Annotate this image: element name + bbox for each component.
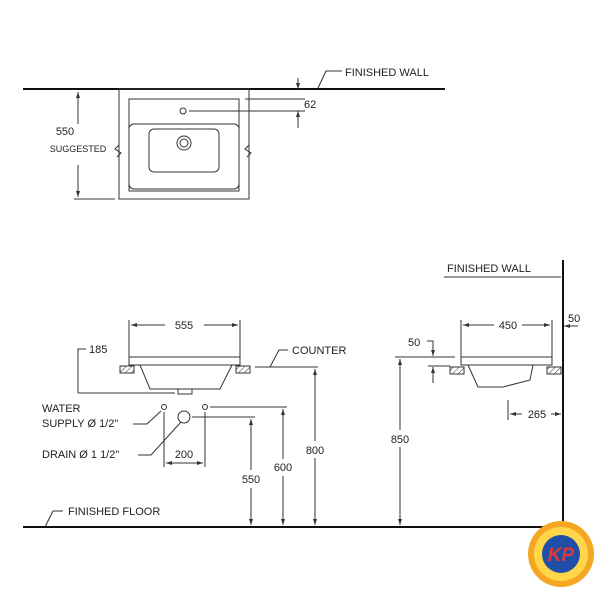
width-dim: 555 — [175, 320, 193, 332]
tap-hole-icon — [179, 107, 187, 115]
counter-section — [449, 366, 465, 375]
kp-logo: KP — [528, 521, 594, 587]
drain-height-dim: 550 — [242, 474, 260, 486]
water-supply-icon — [161, 404, 167, 410]
counter-label: COUNTER — [292, 345, 346, 357]
water-leader — [133, 410, 162, 425]
side-sink-rim — [460, 356, 553, 366]
floor-label: FINISHED FLOOR — [68, 506, 160, 518]
drain-icon — [176, 135, 192, 151]
rim-height-dim: 850 — [391, 434, 409, 446]
wall-label: FINISHED WALL — [345, 67, 429, 79]
drain-pipe-icon — [177, 410, 191, 424]
tap-offset-dim: 62 — [304, 99, 316, 111]
drain-offset-dim: 265 — [528, 409, 546, 421]
drain-leader — [138, 421, 182, 456]
wall-gap-dim: 50 — [568, 313, 580, 325]
sink-rim — [128, 98, 240, 192]
water-supply-icon — [202, 404, 208, 410]
rim-dim: 50 — [408, 337, 420, 349]
dim-line — [77, 348, 86, 393]
depth-dim: 450 — [499, 320, 517, 332]
height-dim: 185 — [89, 344, 107, 356]
side-wall-label: FINISHED WALL — [447, 263, 531, 275]
sink-rim — [128, 356, 241, 366]
depth-note: SUGGESTED — [50, 144, 107, 154]
side-sink-bowl — [467, 364, 534, 388]
counter-height-dim: 800 — [306, 445, 324, 457]
water-label-1: WATER — [42, 403, 81, 415]
front-view: 555 185 COUNTER 200 WATER SUPPLY Ø 1/2" … — [23, 320, 565, 528]
basin-outer — [128, 123, 240, 190]
counter-outline — [118, 88, 250, 200]
basin-bowl — [148, 128, 220, 173]
wall-leader — [317, 70, 342, 89]
dim-line — [427, 340, 435, 356]
break-mark — [244, 144, 252, 158]
supply-spacing-dim: 200 — [175, 449, 193, 461]
logo-text: KP — [548, 545, 575, 566]
water-label-2: SUPPLY Ø 1/2" — [42, 418, 118, 430]
floor-leader — [44, 510, 63, 528]
counter-section — [119, 365, 135, 374]
break-mark — [114, 144, 122, 158]
sink-bowl — [139, 364, 233, 390]
drain-inner-icon — [179, 138, 189, 148]
drain-spout — [177, 388, 193, 395]
counter-section — [235, 365, 251, 374]
drain-label: DRAIN Ø 1 1/2" — [42, 449, 119, 461]
supply-height-dim: 600 — [274, 462, 292, 474]
counter-section — [546, 366, 562, 375]
top-view: FINISHED WALL 62 550 SUGGESTED — [23, 67, 445, 200]
logo-inner — [542, 535, 580, 573]
side-view: FINISHED WALL 50 450 50 850 265 — [391, 260, 580, 527]
depth-dim: 550 — [56, 126, 74, 138]
counter-leader — [269, 349, 288, 368]
